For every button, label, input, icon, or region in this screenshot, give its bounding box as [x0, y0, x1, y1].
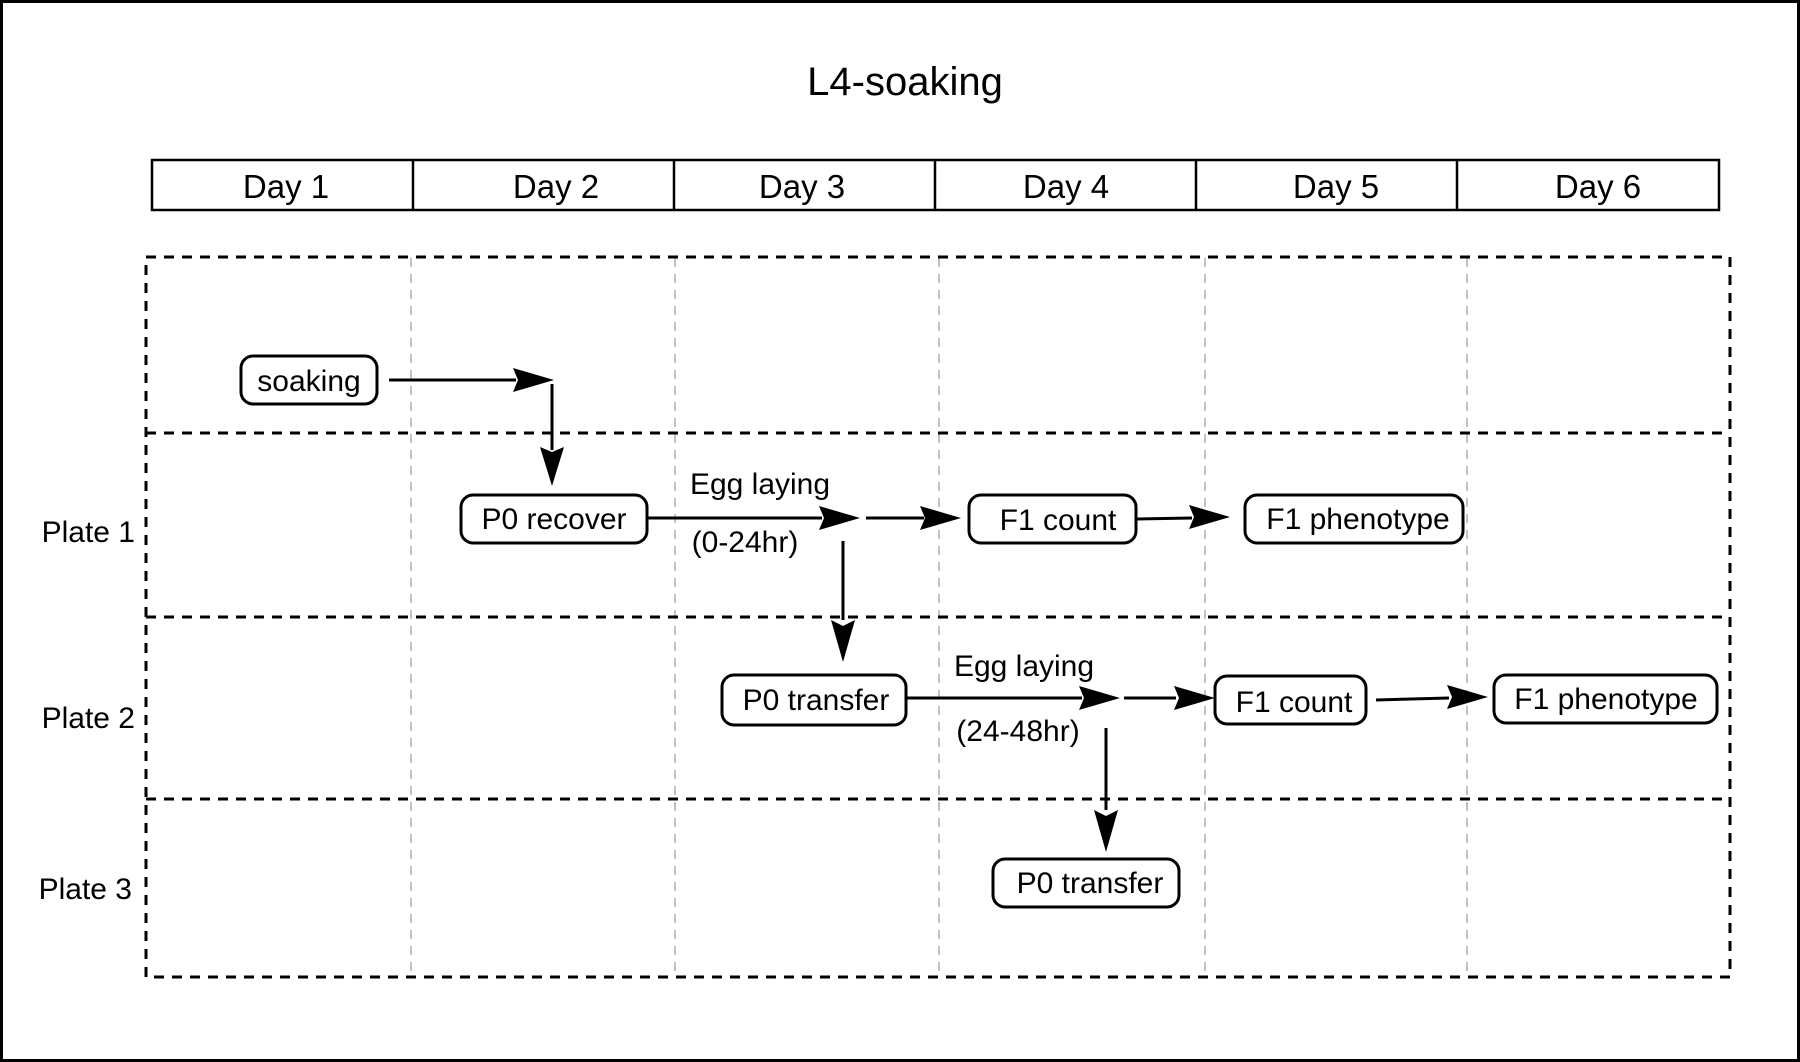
node-soaking: soaking — [239, 354, 379, 406]
arrow-head — [831, 620, 855, 662]
node-label: P0 transfer — [1017, 867, 1164, 900]
arrow-head — [513, 368, 554, 392]
node-box — [1243, 493, 1465, 545]
arrow-head — [540, 447, 564, 486]
diagram-title: L4-soaking — [807, 60, 1003, 104]
egg-laying-label-1: Egg laying — [690, 468, 830, 501]
node-label: F1 phenotype — [1514, 683, 1697, 716]
arrow-head — [1174, 686, 1215, 710]
node-box — [991, 857, 1181, 909]
arrow-head — [1189, 505, 1230, 529]
node-label: F1 phenotype — [1266, 503, 1449, 536]
arrow-line — [1136, 516, 1193, 521]
node-label: P0 transfer — [743, 684, 890, 717]
day-label-1: Day 1 — [243, 168, 329, 205]
arrow-head — [1447, 685, 1488, 709]
egg-laying-label-2: Egg laying — [954, 650, 1094, 683]
node-p0-recover: P0 recover — [459, 493, 649, 545]
node-box — [459, 493, 649, 545]
time-label-1: (0-24hr) — [692, 526, 799, 559]
day-label-4: Day 4 — [1023, 168, 1109, 205]
connectors — [389, 368, 1488, 852]
plate-label-2: Plate 2 — [42, 702, 135, 735]
arrow-head — [1094, 810, 1118, 852]
node-p0-transfer-plate2: P0 transfer — [720, 673, 908, 727]
arrow-head — [1079, 686, 1120, 710]
day-label-5: Day 5 — [1293, 168, 1379, 205]
plate-label-3: Plate 3 — [39, 873, 132, 906]
node-p0-transfer-plate3: P0 transfer — [991, 857, 1181, 909]
day-header: Day 1 Day 2 Day 3 Day 4 Day 5 Day 6 — [150, 158, 1721, 212]
node-f1-phenotype-plate1: F1 phenotype — [1243, 493, 1465, 545]
arrow-head — [819, 506, 860, 530]
node-label: F1 count — [1236, 686, 1353, 719]
day-label-6: Day 6 — [1555, 168, 1641, 205]
arrow-head — [920, 506, 961, 530]
node-box — [239, 354, 379, 406]
node-box — [1492, 673, 1719, 725]
node-f1-count-plate1: F1 count — [967, 493, 1138, 545]
arrow-line — [1375, 696, 1450, 702]
plate-grid — [144, 255, 1732, 979]
node-box — [1213, 674, 1368, 726]
node-label: P0 recover — [481, 503, 626, 536]
plate-label-1: Plate 1 — [42, 516, 135, 549]
day-label-2: Day 2 — [513, 168, 599, 205]
node-box — [967, 493, 1138, 545]
node-f1-count-plate2: F1 count — [1213, 674, 1368, 726]
node-label: F1 count — [1000, 504, 1117, 537]
time-label-2: (24-48hr) — [956, 715, 1079, 748]
node-box — [720, 673, 908, 727]
node-label: soaking — [257, 365, 360, 398]
node-f1-phenotype-plate2: F1 phenotype — [1492, 673, 1719, 725]
day-label-3: Day 3 — [759, 168, 845, 205]
